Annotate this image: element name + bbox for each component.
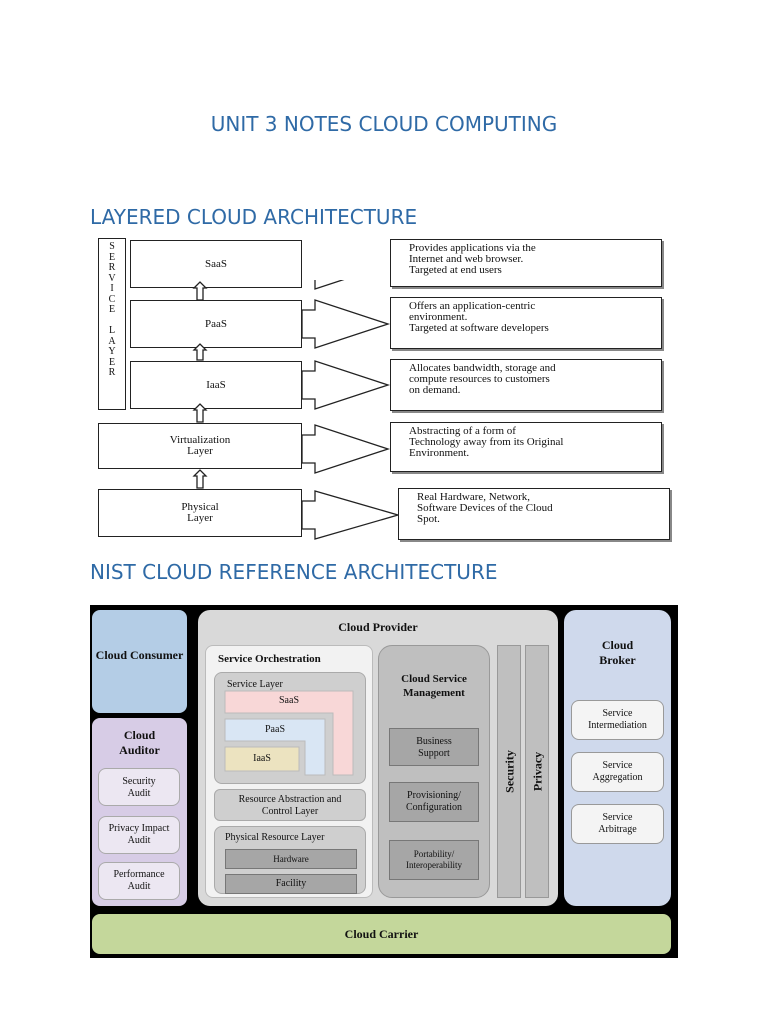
service-layer-letter: E (108, 304, 116, 315)
service-layer-letter: C (108, 293, 116, 305)
security-label: Security (502, 750, 517, 793)
layer-saas-name: SaaS (205, 258, 227, 270)
facility-box: Facility (225, 874, 357, 894)
description-line: Offers an application-centric (409, 300, 536, 312)
business-support: Business Support (389, 728, 479, 766)
cloud-service-management-title: Cloud Service Management (401, 673, 467, 699)
cloud-carrier: Cloud Carrier (92, 914, 671, 954)
service-layer-letter: A (108, 335, 116, 347)
layer-iaas-name: IaaS (206, 379, 226, 391)
document-title: UNIT 3 NOTES CLOUD COMPUTING (210, 112, 558, 136)
up-arrow-icon (192, 281, 208, 301)
layered-arrows (192, 280, 401, 540)
service-layer-title: Service Layer (227, 679, 283, 690)
service-orchestration: Service Orchestration Service Layer SaaS… (205, 645, 373, 898)
layer-virtualization-name-line: Layer (187, 445, 213, 457)
nist-reference-architecture-diagram: Cloud Consumer Cloud Auditor Security Au… (90, 605, 678, 958)
physical-resource-layer-title: Physical Resource Layer (225, 832, 325, 843)
right-arrow-icon (301, 424, 391, 474)
layer-saas: SaaS (130, 240, 302, 288)
description-line: Allocates bandwidth, storage and (409, 362, 556, 374)
layer-physical-description: Real Hardware, Network, Software Devices… (398, 488, 670, 540)
portability-interoperability: Portability/ Interoperability (389, 840, 479, 880)
description-line: Technology away from its Original (409, 436, 564, 448)
right-arrow-icon (314, 280, 345, 290)
description-line: Environment. (409, 447, 470, 459)
hardware-box: Hardware (225, 849, 357, 869)
cloud-provider-title: Cloud Provider (338, 620, 418, 634)
layer-saas-description: Provides applications via the Internet a… (390, 239, 662, 287)
up-arrow-icon (192, 403, 208, 423)
cloud-consumer: Cloud Consumer (92, 610, 187, 713)
privacy-impact-audit: Privacy Impact Audit (98, 816, 180, 854)
up-arrow-icon (192, 343, 208, 361)
service-layer-letter: V (108, 272, 116, 284)
description-line: Software Devices of the Cloud (417, 502, 553, 514)
cloud-auditor: Cloud Auditor Security Audit Privacy Imp… (92, 718, 187, 906)
description-line: compute resources to customers (409, 373, 550, 385)
security-audit: Security Audit (98, 768, 180, 806)
layer-paas: PaaS (130, 300, 302, 348)
layer-iaas-description: Allocates bandwidth, storage and compute… (390, 359, 662, 411)
right-arrow-icon (301, 360, 391, 410)
performance-audit: Performance Audit (98, 862, 180, 900)
security-column: Security (497, 645, 521, 898)
description-line: on demand. (409, 384, 461, 396)
privacy-label: Privacy (530, 751, 545, 792)
up-arrow-icon (192, 469, 208, 489)
resource-abstraction-control-layer: Resource Abstraction and Control Layer (214, 789, 366, 821)
description-line: environment. (409, 311, 468, 323)
service-layer-letter: E (108, 356, 116, 368)
cloud-service-management: Cloud Service Management Business Suppor… (378, 645, 490, 898)
service-layer-letter: L (108, 325, 116, 336)
layer-physical-name-line: Physical (181, 501, 219, 513)
cloud-consumer-label: Cloud Consumer (95, 648, 184, 662)
right-arrow-icon (301, 299, 391, 349)
layer-physical-name-line: Layer (187, 512, 213, 524)
saas-label: SaaS (279, 695, 299, 706)
service-aggregation: Service Aggregation (571, 752, 664, 792)
cloud-broker-title: Cloud Broker (599, 638, 636, 667)
description-line: Real Hardware, Network, (417, 491, 531, 503)
service-layer-letter: E (108, 251, 116, 263)
service-layer: Service Layer SaaS PaaS IaaS (214, 672, 366, 784)
layer-virtualization-name-line: Virtualization (169, 434, 231, 446)
right-arrow-icon (301, 490, 401, 540)
service-layer-letter: Y (108, 346, 116, 357)
service-arbitrage: Service Arbitrage (571, 804, 664, 844)
section-heading-nist: NIST CLOUD REFERENCE ARCHITECTURE (90, 560, 498, 584)
description-line: Internet and web browser. (409, 253, 524, 265)
cloud-provider: Cloud Provider Service Orchestration Ser… (198, 610, 558, 906)
service-orchestration-title: Service Orchestration (218, 653, 321, 665)
service-layer-letter: R (108, 367, 116, 378)
physical-resource-layer: Physical Resource Layer Hardware Facilit… (214, 826, 366, 894)
layer-iaas: IaaS (130, 361, 302, 409)
cloud-broker: Cloud Broker Service Intermediation Serv… (564, 610, 671, 906)
layer-virtualization-description: Abstracting of a form of Technology away… (390, 422, 662, 472)
service-layer-letter: I (110, 283, 114, 294)
service-layer-letter: S (109, 241, 115, 252)
service-layer-shapes (224, 690, 354, 776)
service-intermediation: Service Intermediation (571, 700, 664, 740)
section-heading-layered: LAYERED CLOUD ARCHITECTURE (90, 205, 418, 229)
description-line: Targeted at end users (409, 264, 502, 276)
description-line: Targeted at software developers (409, 322, 549, 334)
description-line: Spot. (417, 513, 440, 525)
description-line: Provides applications via the (409, 242, 536, 254)
provisioning-configuration: Provisioning/ Configuration (389, 782, 479, 822)
paas-label: PaaS (265, 724, 285, 735)
layer-paas-name: PaaS (205, 318, 227, 330)
service-layer-letter: R (108, 262, 116, 273)
privacy-column: Privacy (525, 645, 549, 898)
description-line: Abstracting of a form of (409, 425, 516, 437)
cloud-auditor-title: Cloud Auditor (119, 728, 160, 757)
iaas-label: IaaS (253, 753, 271, 764)
layer-paas-description: Offers an application-centric environmen… (390, 297, 662, 349)
